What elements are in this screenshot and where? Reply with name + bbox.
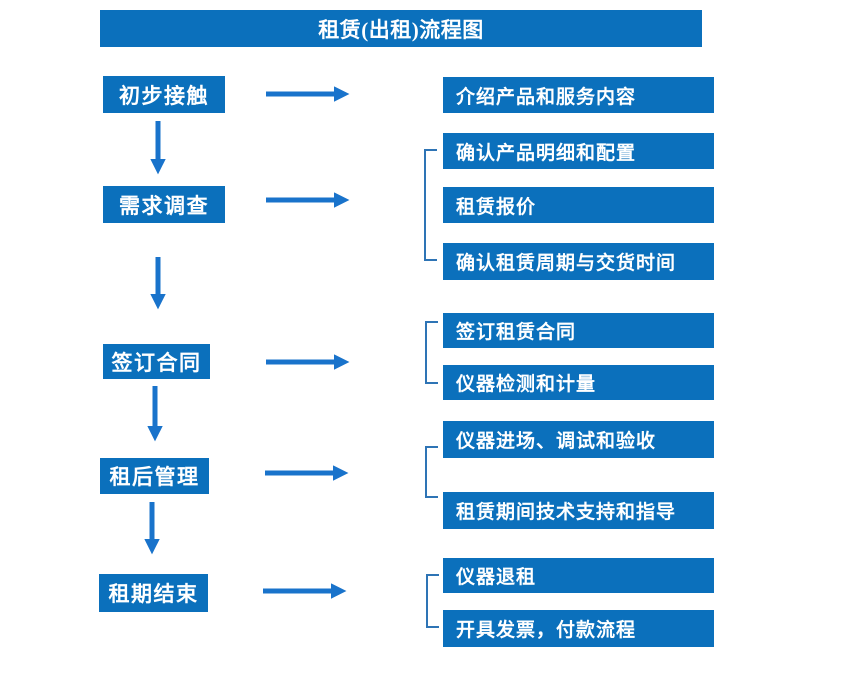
detail-box-instrument-entry-debug-acceptance: 仪器进场、调试和验收	[443, 421, 714, 458]
detail-box-invoice-payment-process: 开具发票，付款流程	[443, 610, 714, 647]
detail-box-instrument-return: 仪器退租	[443, 558, 714, 593]
step-box-post-rental-management: 租后管理	[100, 458, 209, 494]
group-bracket-3	[425, 446, 438, 498]
detail-box-confirm-product-details-config: 确认产品明细和配置	[443, 133, 714, 169]
flowchart-title: 租赁(出租)流程图	[100, 10, 702, 47]
step-box-initial-contact: 初步接触	[103, 76, 225, 113]
step-box-demand-survey: 需求调查	[103, 186, 225, 223]
detail-box-intro-products-services: 介绍产品和服务内容	[443, 77, 714, 113]
detail-box-confirm-rental-period-delivery: 确认租赁周期与交货时间	[443, 243, 714, 280]
detail-box-rental-quote: 租赁报价	[443, 187, 714, 223]
group-bracket-1	[424, 149, 437, 261]
detail-box-instrument-inspection-measurement: 仪器检测和计量	[443, 365, 714, 400]
step-box-sign-contract: 签订合同	[103, 344, 210, 379]
detail-box-rental-tech-support: 租赁期间技术支持和指导	[443, 492, 714, 529]
detail-box-sign-rental-contract: 签订租赁合同	[443, 313, 714, 348]
group-bracket-4	[426, 574, 439, 628]
step-box-rental-end: 租期结束	[99, 574, 208, 612]
group-bracket-2	[425, 321, 438, 384]
